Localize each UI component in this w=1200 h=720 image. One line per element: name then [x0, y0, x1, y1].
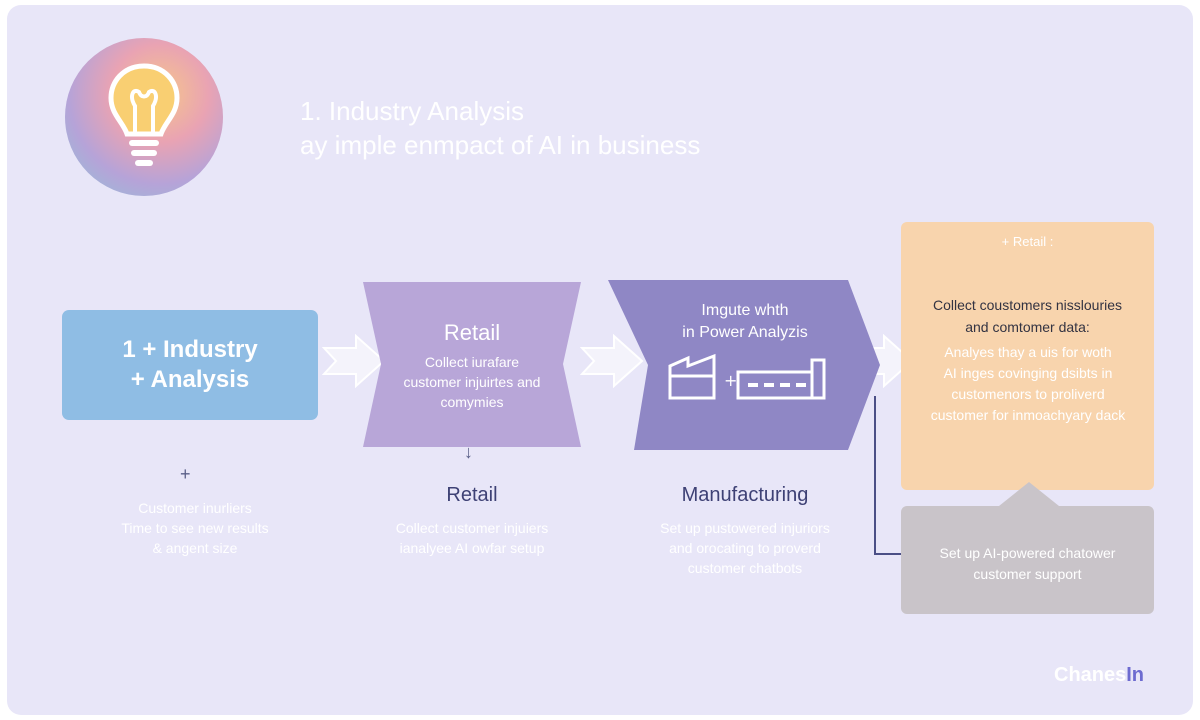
stage2-title: Retail	[443, 320, 501, 345]
stage4-body: Analyes thay a uis for woth AI inges cov…	[912, 342, 1144, 426]
svg-text:+: +	[724, 371, 737, 390]
stage5-body-line: Set up AI-powered chatower	[939, 545, 1116, 561]
arrow-right-icon	[580, 334, 644, 388]
stage1-caption: Customer inurliers Time to see new resul…	[90, 498, 300, 558]
stage2-sub-body: Collect customer injuiers ianalyee AI ow…	[370, 518, 574, 558]
stage4-title: Collect coustomers nisslouries and comto…	[910, 294, 1145, 338]
stage2-body-line: comymies	[440, 394, 504, 410]
stage2-body-line: customer injuirtes and	[403, 374, 541, 390]
stage5-body-line: customer support	[973, 566, 1082, 582]
stage3-sub-line: and orocating to proverd	[669, 540, 821, 556]
stage4-title-line: and comtomer data:	[965, 319, 1090, 335]
plus-icon: +	[180, 464, 191, 484]
stage4-title-line: Collect coustomers nisslouries	[932, 297, 1123, 313]
stage4-tag: + Retail :	[1001, 234, 1054, 249]
brand-logo: ChanesIn	[1054, 664, 1144, 687]
stage4-body-line: Analyes thay a uis for woth	[944, 344, 1112, 360]
arrow-down-icon: ↓	[464, 442, 473, 462]
stage2-sub-line: Collect customer injuiers	[395, 520, 549, 536]
stage1-caption-line: Customer inurliers	[138, 500, 252, 516]
stage4-body-line: AI inges covinging dsibts in	[943, 365, 1113, 381]
stage3-sub-title: Manufacturing	[681, 484, 809, 506]
stage4-body-line: customenors to proliverd	[951, 386, 1105, 402]
stage2-sub-title: Retail	[446, 484, 498, 506]
stage2-body: Collect iurafare customer injuirtes and …	[378, 352, 566, 412]
stage3-title: Imgute whth in Power Analyzis	[640, 300, 850, 344]
lightbulb-icon	[108, 63, 180, 166]
stage1-caption-line: Time to see new results	[121, 520, 269, 536]
lightbulb-badge	[65, 38, 223, 196]
brand-main: Chanes	[1054, 664, 1127, 686]
header-title: 1. Industry Analysis	[300, 96, 524, 126]
stage3-title-line: Imgute whth	[701, 302, 789, 319]
arrow-right-icon	[322, 334, 386, 388]
pointer-notch	[994, 482, 1064, 510]
stage1-caption-line: & angent size	[152, 540, 238, 556]
stage-industry-analysis-box: 1 + Industry + Analysis	[62, 310, 318, 420]
stage1-line1: 1 + Industry	[122, 336, 258, 363]
stage1-line2: + Analysis	[130, 366, 250, 393]
stage2-sub-line: ianalyee AI owfar setup	[399, 540, 545, 556]
stage4-body-line: customer for inmoachyary dack	[930, 407, 1126, 423]
stage-retail-shape	[363, 282, 581, 447]
stage-chatbot-box	[901, 506, 1154, 614]
stage2-body-line: Collect iurafare	[424, 354, 520, 370]
stage-retail-detail-box	[901, 222, 1154, 490]
stage5-body: Set up AI-powered chatower customer supp…	[905, 543, 1150, 585]
factory-conveyor-icon: +	[668, 353, 826, 400]
brand-accent: In	[1126, 664, 1145, 686]
stage3-sub-line: customer chatbots	[687, 560, 803, 576]
stage3-sub-body: Set up pustowered injuriors and orocatin…	[628, 518, 862, 578]
stage3-title-line: in Power Analyzis	[682, 324, 808, 341]
stage3-sub-line: Set up pustowered injuriors	[660, 520, 830, 536]
header-subtitle: ay imple enmpact of AI in business	[300, 130, 701, 160]
stage-manufacturing-shape	[608, 280, 880, 450]
